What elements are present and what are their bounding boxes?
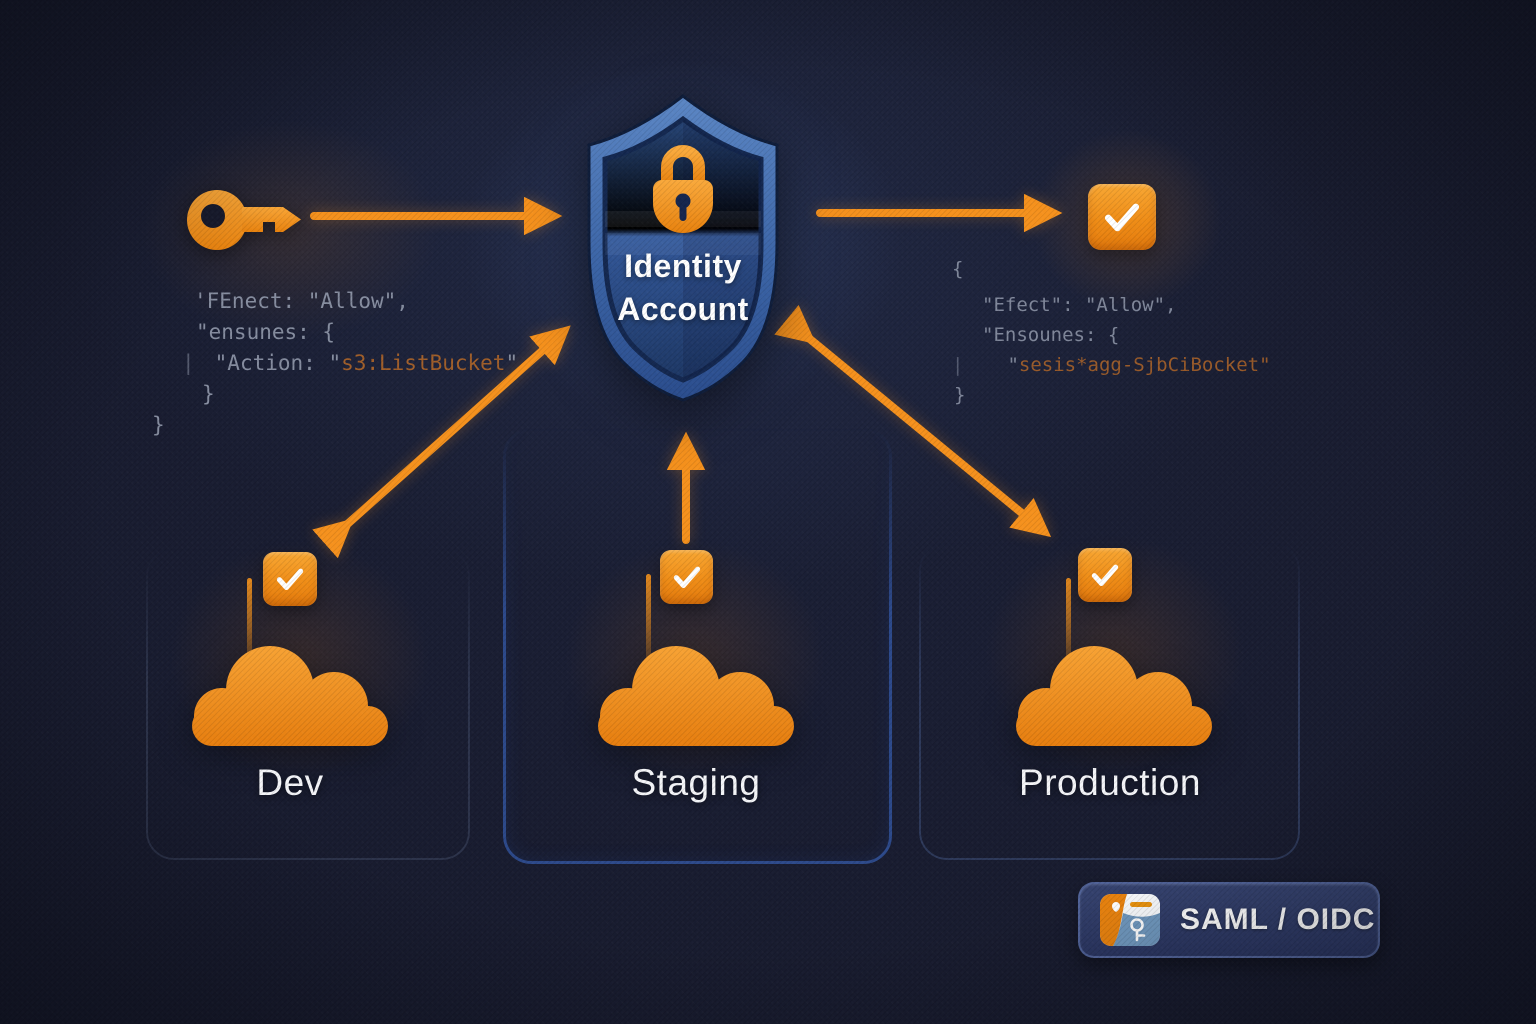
- env-label-production: Production: [1019, 762, 1201, 803]
- checkmark-icon: [1104, 203, 1140, 232]
- cloud-icon: [598, 646, 794, 746]
- shield-title: Identity Account: [583, 245, 783, 331]
- checkmark-icon: [1091, 564, 1119, 587]
- staging-checkmark-tile: [660, 550, 713, 604]
- env-label-dev: Dev: [256, 762, 324, 803]
- saml-oidc-icon: [1100, 894, 1160, 946]
- production-checkmark-tile: [1078, 548, 1132, 602]
- key-icon: [187, 190, 301, 250]
- dev-checkmark-tile: [263, 552, 317, 606]
- shield-title-line1: Identity: [624, 248, 742, 284]
- shield-title-line2: Account: [617, 291, 749, 327]
- env-label-staging: Staging: [631, 762, 761, 803]
- federation-badge: SAML / OIDC: [1078, 882, 1380, 958]
- checkmark-icon: [276, 568, 304, 591]
- federation-badge-label: SAML / OIDC: [1180, 903, 1376, 936]
- arrow-shield-dev: [312, 325, 571, 559]
- cloud-icon: [1016, 646, 1212, 746]
- arrow-shield-production: [774, 304, 1052, 538]
- checkmark-icon: [673, 566, 700, 589]
- identity-account-shield: Identity Account: [583, 93, 783, 403]
- verified-checkmark-tile: [1088, 184, 1156, 250]
- cloud-icon: [192, 646, 388, 746]
